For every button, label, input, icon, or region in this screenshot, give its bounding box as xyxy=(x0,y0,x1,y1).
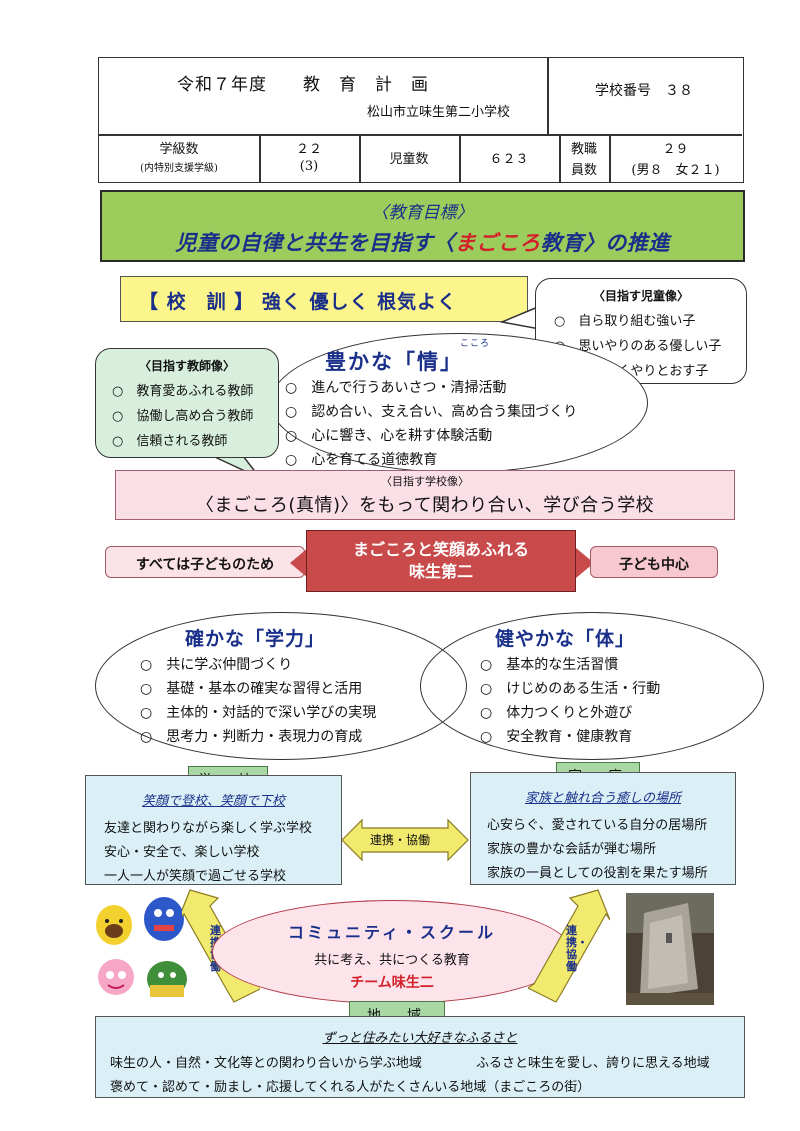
cooperation-label: 連携・協働 xyxy=(370,833,431,847)
mascot-green xyxy=(147,961,187,997)
home-box-item: 家族の一員としての役割を果たす場所 xyxy=(487,866,708,881)
target-teacher-image: 〈目指す教師像〉 ○ 教育愛あふれる教師 ○ 協働し高め合う教師 ○ 信頼される… xyxy=(95,348,279,458)
goal-label: 〈教育目標〉 xyxy=(371,203,474,223)
community-subtitle: 共に考え、共につくる教育 xyxy=(314,953,470,968)
health-item: ○ 基本的な生活習慣 xyxy=(480,657,619,673)
teacher-image-item: ○ 協働し高め合う教師 xyxy=(112,409,254,424)
education-goal: 〈教育目標〉 児童の自律と共生を目指す〈まごころ教育〉の推進 xyxy=(100,190,745,262)
academic-item: ○ 思考力・判断力・表現力の育成 xyxy=(140,729,363,745)
staff-sub-value: (男８ 女２１) xyxy=(631,163,720,178)
academic-item: ○ 基礎・基本の確実な習得と活用 xyxy=(140,681,363,697)
rich-heart-oval xyxy=(270,333,648,473)
staff-label-2: 員数 xyxy=(570,163,597,178)
heart-title: 豊かな「情」 xyxy=(325,350,463,374)
school-box-head: 笑顔で登校、笑顔で下校 xyxy=(141,794,285,809)
staff-label-1: 教職 xyxy=(570,142,597,157)
mascot-pink xyxy=(98,959,134,995)
child-image-item: ○ 思いやりのある優しい子 xyxy=(554,339,722,354)
teacher-image-title: 〈目指す教師像〉 xyxy=(138,359,235,373)
classes-sub-label: (内特別支援学級) xyxy=(140,163,218,174)
school-box-item: 友達と関わりながら楽しく学ぶ学校 xyxy=(104,821,313,836)
region-item-a: 味生の人・自然・文化等との関わり合いから学ぶ地域 xyxy=(110,1056,422,1071)
goal-text-after: 教育〉の推進 xyxy=(540,231,670,255)
teacher-image-item: ○ 信頼される教師 xyxy=(112,434,228,449)
left-pointer xyxy=(290,548,308,578)
heart-item: ○ 進んで行うあいさつ・清掃活動 xyxy=(285,380,507,396)
mascot-blue xyxy=(144,897,184,941)
school-name: 松山市立味生第二小学校 xyxy=(367,105,511,120)
cooperation-arrow xyxy=(341,818,469,862)
child-image-title: 〈目指す児童像〉 xyxy=(592,289,689,303)
region-head: ずっと住みたい大好きなふるさと xyxy=(322,1031,518,1046)
home-box-head: 家族と触れ合う癒しの場所 xyxy=(524,791,681,806)
goal-text-highlight: まごころ xyxy=(454,231,541,255)
heart-ruby: こころ xyxy=(460,339,491,349)
classes-value: ２２ xyxy=(295,142,322,157)
central-slogan-line2: 味生第二 xyxy=(408,562,473,581)
heart-item: ○ 認め合い、支え合い、高め合う集団づくり xyxy=(285,404,578,420)
plan-title: 令和７年度 教 育 計 画 xyxy=(177,75,429,95)
health-item: ○ 安全教育・健康教育 xyxy=(480,729,633,745)
goal-text-before: 児童の自律と共生を目指す〈 xyxy=(175,231,455,255)
health-title: 健やかな「体」 xyxy=(495,628,636,650)
mascot-illustrations xyxy=(96,897,187,997)
staff-value: ２９ xyxy=(662,142,689,157)
child-image-item: ○ 自ら取り組む強い子 xyxy=(554,314,696,329)
health-item: ○ 体力つくりと外遊び xyxy=(480,705,633,721)
region-row-2: 褒めて・認めて・励まし・応援してくれる人がたくさんいる地域（まごころの街） xyxy=(110,1080,591,1095)
right-cooperation-arrow xyxy=(528,889,610,1003)
ideal-school-text: 〈まごころ(真情)〉をもって関わり合い、学び合う学校 xyxy=(195,495,655,516)
mascot-yellow xyxy=(96,905,132,945)
academic-item: ○ 主体的・対話的で深い学びの実現 xyxy=(140,705,377,721)
community-title: コミュニティ・スクール xyxy=(287,923,497,942)
school-number: 学校番号 ３８ xyxy=(595,83,693,99)
home-box-item: 心安らぐ、愛されている自分の居場所 xyxy=(487,818,708,833)
ideal-school-title: 〈目指す学校像〉 xyxy=(381,475,469,488)
school-box: 笑顔で登校、笑顔で下校 友達と関わりながら楽しく学ぶ学校 安心・安全で、楽しい学… xyxy=(85,775,342,885)
central-slogan-line1: まごころと笑顔あふれる xyxy=(352,540,529,559)
home-box: 家族と触れ合う癒しの場所 心安らぐ、愛されている自分の居場所 家族の豊かな会話が… xyxy=(470,772,736,885)
ideal-school-ribbon: 〈目指す学校像〉 〈まごころ(真情)〉をもって関わり合い、学び合う学校 xyxy=(115,470,735,520)
region-item-b: ふるさと味生を愛し、誇りに思える地域 xyxy=(476,1056,710,1071)
right-pointer xyxy=(576,548,594,578)
central-slogan: まごころと笑顔あふれる 味生第二 xyxy=(306,530,576,592)
goal-text: 児童の自律と共生を目指す〈まごころ教育〉の推進 xyxy=(102,227,743,257)
students-value: ６２３ xyxy=(489,152,529,167)
academic-item: ○ 共に学ぶ仲間づくり xyxy=(140,657,293,673)
heart-item: ○ 心に響き、心を耕す体験活動 xyxy=(285,428,493,444)
header-table: 令和７年度 教 育 計 画 松山市立味生第二小学校 学校番号 ３８ 学級数 (内… xyxy=(98,57,744,183)
right-arrow-label: 連携・協働 xyxy=(566,924,588,973)
school-motto: 【 校 訓 】 強く 優しく 根気よく xyxy=(120,276,528,322)
academic-oval xyxy=(95,612,467,760)
community-school: コミュニティ・スクール 共に考え、共につくる教育 チーム味生二 xyxy=(212,900,572,1004)
school-box-item: 一人一人が笑顔で過ごせる学校 xyxy=(104,869,287,884)
all-for-children-tag: すべては子どものため xyxy=(105,546,305,578)
child-centered-tag: 子ども中心 xyxy=(590,546,718,578)
classes-sub-value: (3) xyxy=(299,159,319,174)
heart-item: ○ 心を育てる道徳教育 xyxy=(285,452,438,468)
school-box-item: 安心・安全で、楽しい学校 xyxy=(104,845,260,860)
students-label: 児童数 xyxy=(389,152,429,167)
home-box-item: 家族の豊かな会話が弾む場所 xyxy=(487,842,657,857)
region-row-1: 味生の人・自然・文化等との関わり合いから学ぶ地域 ふるさと味生を愛し、誇りに思え… xyxy=(110,1052,744,1071)
team-name: チーム味生二 xyxy=(350,975,434,991)
teacher-image-item: ○ 教育愛あふれる教師 xyxy=(112,384,254,399)
health-oval xyxy=(420,612,764,760)
classes-label: 学級数 xyxy=(159,142,199,157)
health-item: ○ けじめのある生活・行動 xyxy=(480,681,661,697)
region-box: ずっと住みたい大好きなふるさと 味生の人・自然・文化等との関わり合いから学ぶ地域… xyxy=(95,1016,745,1098)
academic-title: 確かな「学力」 xyxy=(185,628,326,650)
stone-monument-photo xyxy=(626,893,714,1005)
